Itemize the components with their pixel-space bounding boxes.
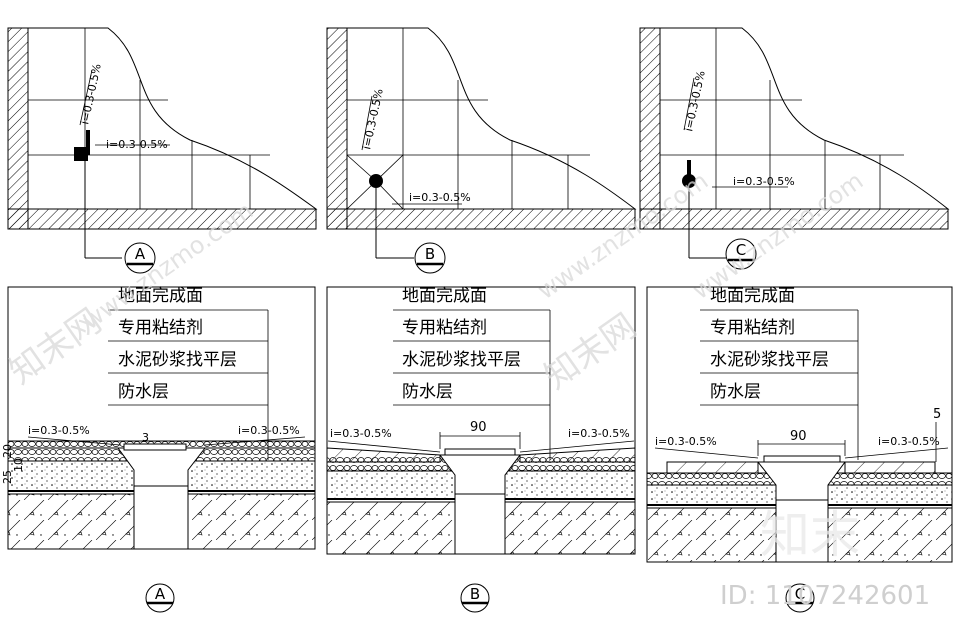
section-a-slope-right: i=0.3-0.5% bbox=[238, 424, 300, 437]
section-view-a: 地面完成面 专用粘结剂 水泥砂浆找平层 防水层 i=0.3-0.5% i=0.3… bbox=[1, 286, 316, 613]
section-b-layer-1: 地面完成面 bbox=[402, 286, 487, 306]
section-c-slope-right: i=0.3-0.5% bbox=[878, 435, 940, 448]
watermark-logo: 知末 bbox=[760, 506, 860, 564]
section-c-layer-4: 防水层 bbox=[710, 382, 761, 402]
plan-c-slope-horizontal: i=0.3-0.5% bbox=[733, 175, 795, 188]
section-a-layer-3: 水泥砂浆找平层 bbox=[118, 350, 237, 370]
section-a-layer-1: 地面完成面 bbox=[118, 286, 203, 306]
section-c-marker: C bbox=[795, 585, 805, 603]
section-c-layer-1: 地面完成面 bbox=[710, 286, 795, 306]
section-a-dim-3: 3 bbox=[142, 431, 149, 444]
section-c-layer-3: 水泥砂浆找平层 bbox=[710, 350, 829, 370]
plan-a-slope-horizontal: i=0.3-0.5% bbox=[106, 138, 168, 151]
plan-view-c: i=0.3-0.5% i=0.3-0.5% C bbox=[639, 27, 950, 270]
section-b-marker: B bbox=[470, 585, 480, 603]
section-a-dim-25: 25 bbox=[1, 470, 14, 484]
watermark-brand-1: 知末网 bbox=[2, 301, 108, 392]
section-a-dim-10: 10 bbox=[12, 458, 25, 472]
plan-b-slope-horizontal: i=0.3-0.5% bbox=[409, 191, 471, 204]
section-c-layer-2: 专用粘结剂 bbox=[710, 318, 795, 338]
section-view-b: 90 地面完成面 专用粘结剂 水泥砂浆找平层 防水层 i=0.3-0.5% i=… bbox=[326, 286, 636, 613]
section-a-slope-left: i=0.3-0.5% bbox=[28, 424, 90, 437]
plan-a-marker: A bbox=[135, 245, 146, 263]
plan-b-marker: B bbox=[425, 245, 435, 263]
section-a-dim-20: 20 bbox=[1, 444, 14, 458]
section-c-dim-90: 90 bbox=[790, 429, 807, 444]
section-b-dim-90: 90 bbox=[470, 420, 487, 435]
section-a-layer-4: 防水层 bbox=[118, 382, 169, 402]
section-b-slope-left: i=0.3-0.5% bbox=[330, 427, 392, 440]
section-c-slope-left: i=0.3-0.5% bbox=[655, 435, 717, 448]
watermark-id: ID: 1107242601 bbox=[720, 581, 930, 611]
section-c-dim-5: 5 bbox=[933, 407, 941, 422]
plan-c-marker: C bbox=[736, 241, 746, 259]
section-a-marker: A bbox=[155, 585, 166, 603]
plan-view-b: i=0.3-0.5% i=0.3-0.5% B bbox=[326, 27, 637, 274]
plan-view-a: i=0.3-0.5% i=0.3-0.5% A bbox=[7, 27, 318, 274]
watermark-brand-2: 知末网 bbox=[537, 306, 643, 397]
section-b-layer-2: 专用粘结剂 bbox=[402, 318, 487, 338]
section-b-layer-3: 水泥砂浆找平层 bbox=[402, 350, 521, 370]
section-a-layer-2: 专用粘结剂 bbox=[118, 318, 203, 338]
section-b-layer-4: 防水层 bbox=[402, 382, 453, 402]
section-view-c: 90 5 地面完成面 专用粘结剂 水泥砂浆找平层 防水层 i=0.3-0.5% … bbox=[646, 286, 953, 613]
section-b-slope-right: i=0.3-0.5% bbox=[568, 427, 630, 440]
